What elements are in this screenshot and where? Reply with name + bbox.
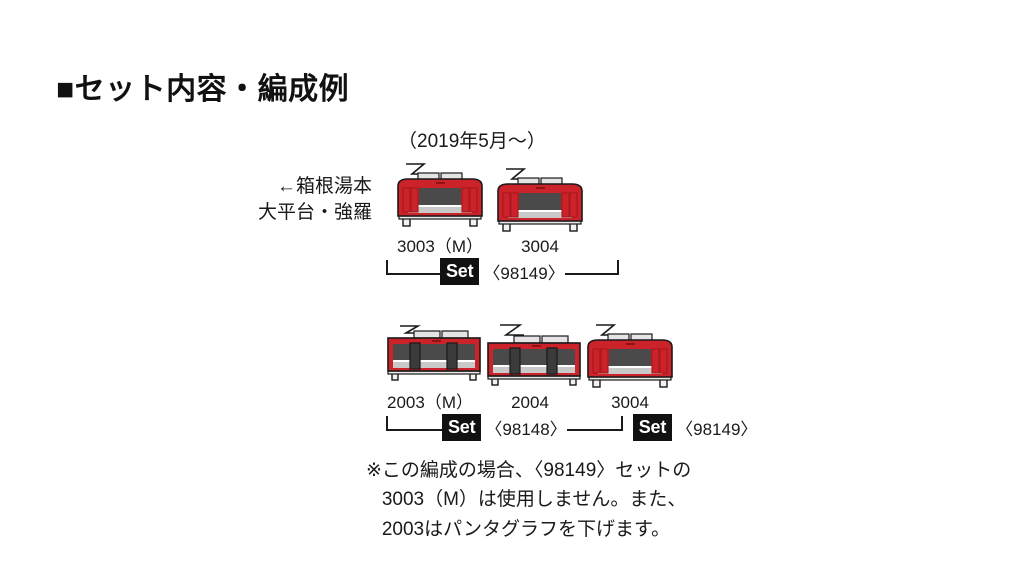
car-number-label: 3004 [521,237,559,256]
train-car-icon [587,324,673,388]
car-number-label: 2004 [511,393,549,412]
set-bracket-98149-bottom: Set 〈98149〉 [632,413,758,441]
car-slot: 3003（M） [394,160,486,257]
car-row-top: 3003（M） [394,160,586,257]
set-bracket-row-top: Set 〈98149〉 [386,257,619,285]
bracket-line-left [386,416,442,431]
set-badge: Set [440,257,480,285]
footnote: ※この編成の場合、〈98149〉セットの 3003（M）は使用しません。また、 … [366,460,692,540]
date-caption: （2019年5月〜） [398,131,546,152]
train-car-icon [497,168,583,232]
bracket-line-left [386,260,440,275]
formation-top: 3003（M） [394,160,586,257]
direction-label: ←箱根湯本 大平台・強羅 [258,174,372,225]
car-row-bottom: 2003（M） [384,316,676,413]
train-car-icon [387,325,481,381]
train-car-icon [487,324,581,386]
train-car-icon [397,163,483,227]
car-slot: 3004 [584,321,676,413]
train-car-2004 [484,321,581,391]
train-car-3003m [394,160,486,230]
bracket-line-right [564,260,619,275]
car-slot: 2003（M） [384,316,481,413]
set-bracket-row-bottom: Set 〈98148〉 Set 〈98149〉 [386,413,758,441]
train-car-3004-bottom [584,321,676,391]
set-badge: Set [442,413,482,441]
set-code: 〈98148〉 [485,419,567,439]
set-badge: Set [632,413,673,441]
train-car-2003m [384,316,481,386]
set-code: 〈98149〉 [676,419,758,439]
car-number-label: 3003（M） [397,237,483,256]
set-bracket-98149-top: Set 〈98149〉 [386,257,619,285]
page-title: ■セット内容・編成例 [56,73,350,106]
car-slot: 2004 [484,321,581,413]
train-car-3004-top [494,165,586,235]
direction-label-line1: ←箱根湯本 [277,176,373,197]
set-bracket-98148: Set 〈98148〉 [386,413,623,441]
car-slot: 3004 [494,165,586,257]
bracket-line-right [566,416,623,431]
car-number-label: 3004 [611,393,649,412]
formation-bottom: 2003（M） [384,316,676,413]
car-number-label: 2003（M） [387,393,473,412]
direction-label-line2: 大平台・強羅 [258,201,373,223]
set-code: 〈98149〉 [483,263,565,283]
